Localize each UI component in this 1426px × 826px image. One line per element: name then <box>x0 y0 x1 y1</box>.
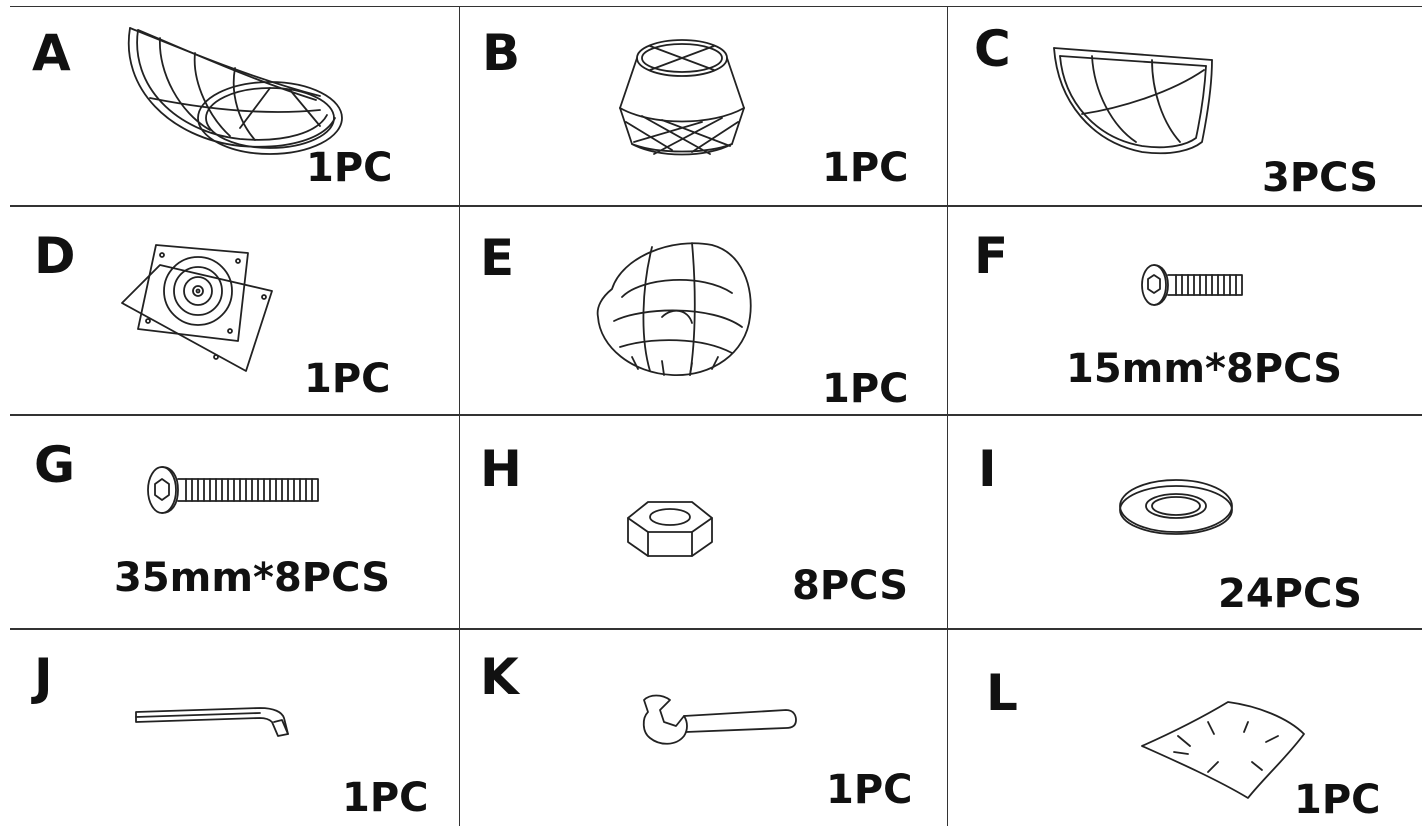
part-letter: K <box>480 648 519 706</box>
short-bolt-icon <box>1140 261 1246 309</box>
frame-segment-icon <box>1052 42 1222 162</box>
pillow-icon <box>1138 700 1308 800</box>
chair-base-frame-icon <box>612 36 752 161</box>
part-cell-i: I 24PCS <box>948 416 1422 628</box>
grid-line-row1 <box>10 205 1422 207</box>
part-cell-e: E 1PC <box>460 207 947 414</box>
part-letter: B <box>482 24 521 82</box>
part-cell-a: A 1PC <box>10 6 459 205</box>
part-cell-h: H 8PCS <box>460 416 947 628</box>
part-letter: H <box>480 440 522 498</box>
washer-icon <box>1116 476 1236 538</box>
part-quantity: 1PC <box>822 145 909 191</box>
part-letter: E <box>480 229 515 287</box>
part-quantity: 8PCS <box>792 563 909 609</box>
allen-key-icon <box>132 698 302 742</box>
part-letter: G <box>34 436 76 494</box>
part-quantity: 1PC <box>342 775 429 821</box>
part-letter: A <box>32 24 71 82</box>
grid-line-row3 <box>10 628 1422 630</box>
part-letter: F <box>974 227 1009 285</box>
part-cell-f: F 15mm*8PCS <box>948 207 1422 414</box>
part-cell-j: J 1PC <box>10 630 459 826</box>
part-letter: J <box>34 648 53 706</box>
part-letter: I <box>978 440 997 498</box>
part-quantity: 15mm*8PCS <box>1066 346 1342 392</box>
grid-line-col2 <box>947 6 948 826</box>
wrench-icon <box>640 692 800 748</box>
swivel-plate-icon <box>120 241 280 372</box>
part-cell-c: C 3PCS <box>948 6 1422 205</box>
grid-line-row2 <box>10 414 1422 416</box>
hex-nut-icon <box>626 498 716 560</box>
grid-line-col1 <box>459 6 460 826</box>
part-quantity: 1PC <box>826 767 913 813</box>
part-cell-b: B 1PC <box>460 6 947 205</box>
part-quantity: 24PCS <box>1218 571 1362 617</box>
long-bolt-icon <box>146 464 322 516</box>
part-cell-l: L 1PC <box>948 630 1422 826</box>
part-letter: L <box>986 664 1018 722</box>
part-cell-d: D 1PC <box>10 207 459 414</box>
saucer-chair-frame-icon <box>120 18 350 158</box>
grid-line-top <box>10 6 1422 7</box>
part-quantity: 1PC <box>304 356 391 402</box>
part-letter: C <box>974 20 1011 78</box>
part-quantity: 3PCS <box>1262 155 1379 201</box>
part-letter: D <box>34 227 76 285</box>
round-cushion-icon <box>592 237 757 382</box>
part-quantity: 1PC <box>822 366 909 412</box>
part-cell-g: G 35mm*8PCS <box>10 416 459 628</box>
part-quantity: 1PC <box>1294 777 1381 823</box>
part-quantity: 35mm*8PCS <box>114 555 390 601</box>
part-quantity: 1PC <box>306 145 393 191</box>
part-cell-k: K 1PC <box>460 630 947 826</box>
